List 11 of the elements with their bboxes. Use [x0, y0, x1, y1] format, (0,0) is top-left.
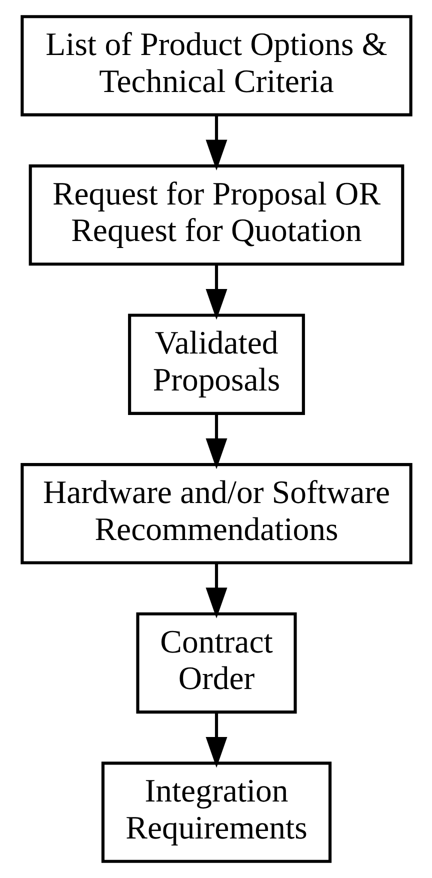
- arrow: [205, 414, 227, 470]
- node-box: Contract Order: [136, 612, 296, 714]
- arrow: [205, 115, 227, 170]
- node-box: Request for Proposal OR Request for Quotation: [28, 164, 404, 266]
- node-box: List of Product Options & Technical Criteria: [20, 15, 412, 116]
- arrow: [205, 264, 227, 320]
- node-box: Integration Requirements: [100, 762, 332, 863]
- arrow: [205, 563, 227, 618]
- arrow: [205, 712, 227, 768]
- node-box: Validated Proposals: [128, 314, 304, 415]
- node-box: Hardware and/or Software Recommendations: [20, 463, 412, 564]
